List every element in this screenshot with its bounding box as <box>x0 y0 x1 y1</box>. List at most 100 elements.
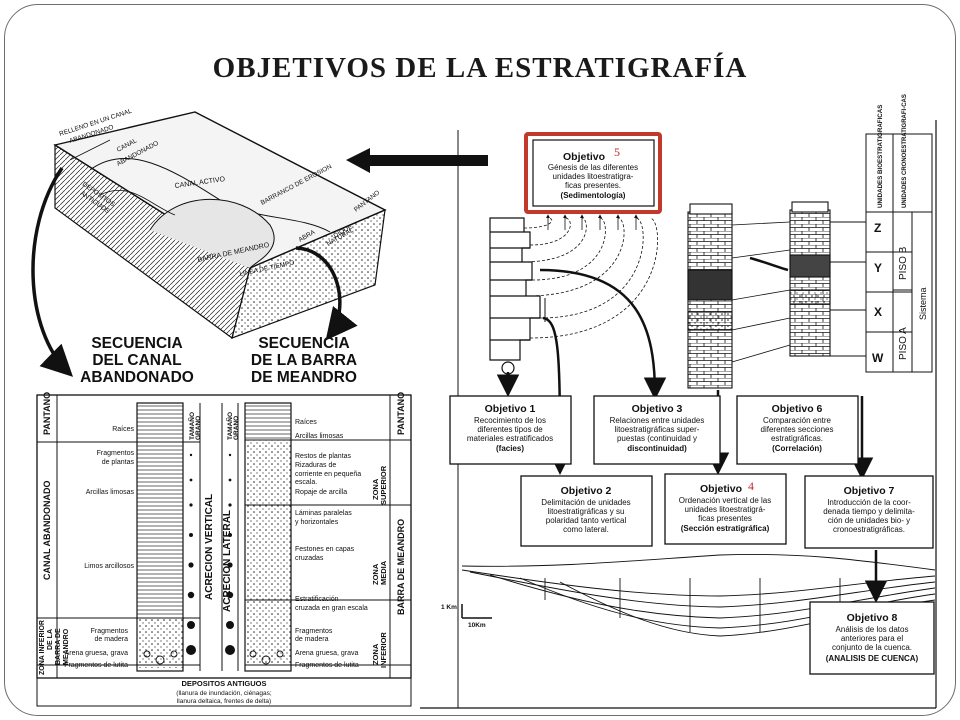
ann-r-raices: Raíces <box>295 419 317 426</box>
ann-l-raices: Raíces <box>112 426 134 433</box>
obj6-line1: Comparación entre <box>763 416 832 425</box>
base-line2: llanura deltaica, frentes de delta) <box>177 698 271 705</box>
side-zona-sup-2: SUPERIOR <box>379 465 388 505</box>
ann-r-escala: escala. <box>295 479 317 486</box>
piso-a: PISO A <box>898 327 909 360</box>
ann-r-fragm2: de madera <box>295 636 329 643</box>
chrono-chart <box>830 133 933 373</box>
obj1-line1: Recocimiento de los <box>474 416 546 425</box>
side-canal-abandonado: CANAL ABANDONADO <box>42 481 52 581</box>
acrecion-vertical: ACRECION VERTICAL <box>204 494 215 600</box>
obj3-tag: discontinuidad) <box>627 444 687 453</box>
correlation-sections <box>687 201 831 389</box>
side-zona-inf-2: DE LA <box>47 629 54 650</box>
obj8-line1: Análisis de los datos <box>836 625 909 634</box>
ann-r-arcillas: Arcillas limosas <box>295 433 344 440</box>
ann-r-lutita: Fragmentos de lutita <box>295 662 359 669</box>
ann-r-arena: Arena gruesa, grava <box>295 650 359 657</box>
side-zona-inf-3: BARRA DE <box>55 628 62 665</box>
obj3-line1: Relaciones entre unidades <box>610 416 705 425</box>
sequence-columns <box>36 394 412 707</box>
zone-z: Z <box>874 221 881 235</box>
small-up-arrows <box>546 214 638 230</box>
ann-r-festones1: Festones en capas <box>295 546 355 553</box>
obj6-line3: estratigráficas. <box>771 434 823 443</box>
grain-label-1b: GRANO <box>195 416 202 440</box>
ann-l-arena: Arena gruesa, grava <box>65 650 129 657</box>
ann-r-festones2: cruzadas <box>295 555 324 562</box>
obj2-line3: polaridad tanto vertical <box>546 516 627 525</box>
side-zona-inf-1: ZONA INFERIOR <box>39 620 46 675</box>
ann-r-rizaduras2: corriente en pequeña <box>295 471 361 478</box>
base-title: DEPOSITOS ANTIGUOS <box>181 679 266 688</box>
obj5-title: Objetivo <box>563 151 605 163</box>
objective-8-box[interactable]: Objetivo 8 Análisis de los datos anterio… <box>809 601 935 675</box>
obj4-title: Objetivo <box>700 483 742 495</box>
objective-5-box[interactable]: Objetivo 5 Génesis de las diferentes uni… <box>524 132 662 214</box>
strat-column-left <box>489 217 541 375</box>
ann-r-ropaje: Ropaje de arcilla <box>295 489 347 496</box>
zone-y: Y <box>874 261 882 275</box>
ann-l-fragm1: Fragmentos <box>91 628 129 635</box>
side-zona-inf-4: MEANDRO <box>63 628 70 665</box>
obj2-line4: como lateral. <box>563 525 609 534</box>
ann-r-restos: Restos de plantas <box>295 453 352 460</box>
obj5-line2: unidades litoestratigra- <box>553 172 634 181</box>
chrono-header2: UNIDADES CRONOESTRATIGRAFI-CAS <box>902 94 908 208</box>
heading-canal-1: SECUENCIA <box>91 335 182 352</box>
dashed-arcs <box>521 217 658 339</box>
objective-1-box[interactable]: Objetivo 1 Recocimiento de los diferente… <box>449 395 572 465</box>
side-pantano-right: PANTANO <box>396 392 406 435</box>
base-line1: (llanura de inundación, ciénagas; <box>176 690 272 697</box>
obj8-tag: (ANALISIS DE CUENCA) <box>826 654 919 663</box>
heading-barra-3: DE MEANDRO <box>251 369 357 386</box>
obj7-line4: cronoestratigráficas. <box>833 525 905 534</box>
obj5-line3: ficas presentes. <box>565 181 621 190</box>
grain-size-dots <box>186 453 235 655</box>
obj5-line1: Génesis de las diferentes <box>548 163 638 172</box>
ann-l-limos: Limos arcillosos <box>84 563 134 570</box>
objective-2-box[interactable]: Objetivo 2 Delimitación de unidades lito… <box>520 475 653 547</box>
ann-l-frag1: Fragmentos <box>97 450 135 457</box>
obj8-line3: conjunto de la cuenca. <box>832 643 912 652</box>
obj5-num: 5 <box>614 145 620 159</box>
objective-6-box[interactable]: Objetivo 6 Comparación entre diferentes … <box>736 395 859 465</box>
obj4-line2: unidades litoestratigrá- <box>685 505 766 514</box>
obj2-line1: Delimitación de unidades <box>541 498 630 507</box>
gravel-base <box>143 650 284 665</box>
ann-r-laminas2: y horizontales <box>295 519 339 526</box>
ann-r-estrat2: cruzada en gran escala <box>295 605 368 612</box>
ann-r-estrat1: Estratificación <box>295 596 339 603</box>
piso-b: PISO B <box>898 246 909 280</box>
curved-arrow-right <box>295 246 358 341</box>
ann-l-arcillas: Arcillas limosas <box>86 489 135 496</box>
slide-title: OBJETIVOS DE LA ESTRATIGRAFÍA <box>212 52 748 84</box>
side-zona-media-2: MEDIA <box>379 560 388 585</box>
grain-label-1a: TAMAÑO <box>187 412 196 440</box>
obj1-title: Objetivo 1 <box>485 403 536 415</box>
obj2-line2: litoestratigráficas y su <box>548 507 625 516</box>
obj6-title: Objetivo 6 <box>772 403 823 415</box>
ann-l-frag2: de plantas <box>102 459 135 466</box>
arrow-to-block-diagram <box>346 148 488 173</box>
objective-7-box[interactable]: Objetivo 7 Introducción de la coor- dena… <box>804 475 934 549</box>
objective-4-box[interactable]: Objetivo 4 Ordenación vertical de las un… <box>664 473 787 545</box>
side-zona-sup-1: ZONA <box>371 478 380 500</box>
heading-barra-2: DE LA BARRA <box>251 352 357 369</box>
obj7-line2: denada tiempo y delimita- <box>823 507 915 516</box>
scale-vertical: 1 Km <box>441 604 457 611</box>
heading-barra-1: SECUENCIA <box>258 335 349 352</box>
side-zona-inf-r-2: INFERIOR <box>379 632 388 668</box>
obj4-tag: (Sección estratigráfica) <box>681 524 770 533</box>
block-diagram: RELLENO EN UN CANAL ABANDONADO CANAL ABA… <box>53 108 387 340</box>
heading-canal-2: DEL CANAL <box>92 352 181 369</box>
chrono-header1: UNIDADES BIOESTRATIGRAFICAS <box>877 105 884 208</box>
obj6-tag: (Correlación) <box>772 444 822 453</box>
ann-l-fragm2: de madera <box>95 636 129 643</box>
heading-canal-3: ABANDONADO <box>80 369 194 386</box>
zone-x: X <box>874 305 882 319</box>
objective-3-box[interactable]: Objetivo 3 Relaciones entre unidades lit… <box>593 395 721 465</box>
scale-horizontal: 10Km <box>468 622 486 629</box>
obj7-line1: Introducción de la coor- <box>827 498 911 507</box>
